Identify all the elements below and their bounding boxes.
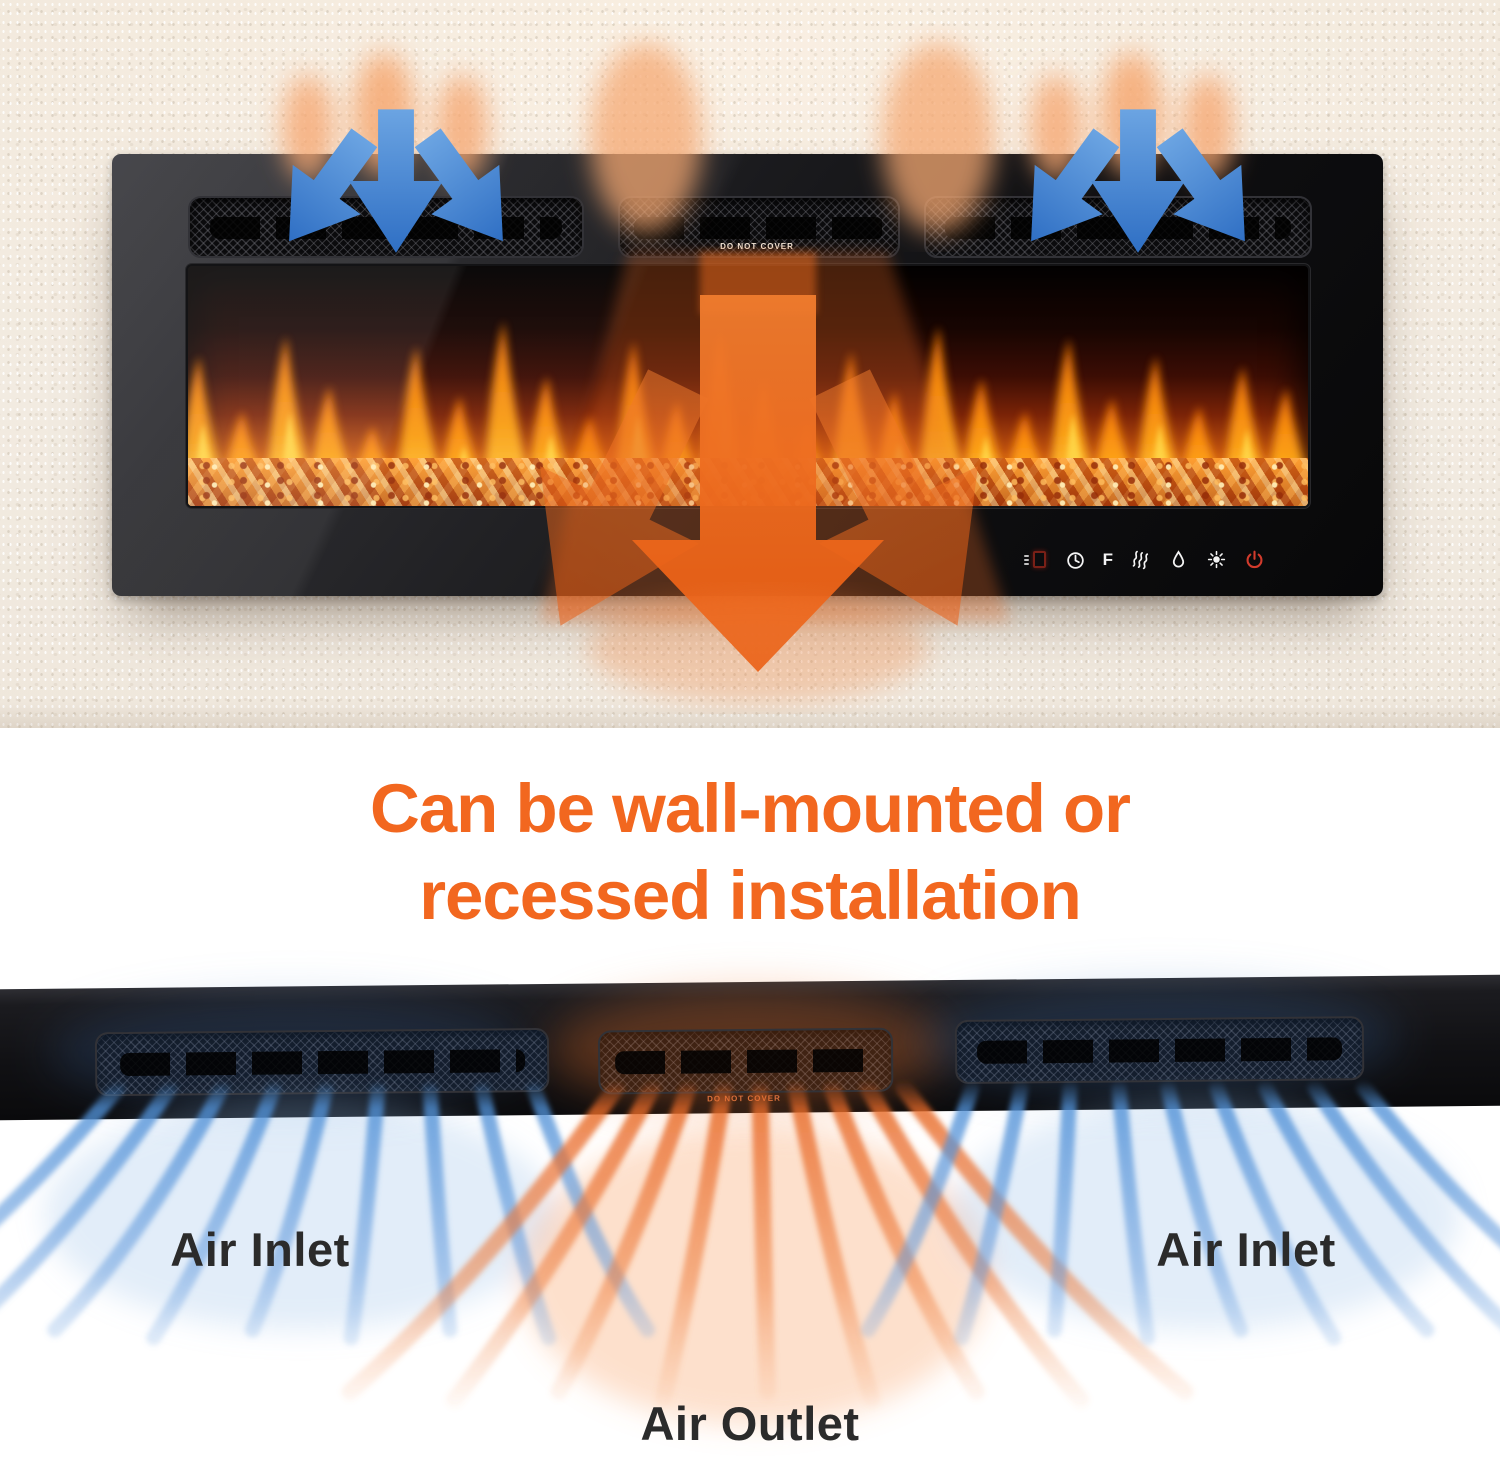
- heading-line-1: Can be wall-mounted or: [369, 770, 1131, 847]
- brightness-icon: [1207, 550, 1226, 569]
- air-outlet-vent-center: [597, 1027, 894, 1095]
- timer-icon: [1066, 552, 1084, 569]
- air-inlet-label-right: Air Inlet: [1156, 1223, 1336, 1276]
- ember-bed: [188, 458, 1308, 506]
- cool-air-stream-right: [860, 1080, 1500, 1346]
- heater-icon: [1132, 550, 1149, 570]
- flame-mode-label: F: [1102, 550, 1113, 569]
- led-display: [1023, 551, 1046, 568]
- fireplace-top-view-bar: DO NOT COVER: [0, 974, 1500, 1121]
- air-inlet-label-left: Air Inlet: [170, 1223, 350, 1276]
- air-outlet-label: Air Outlet: [640, 1397, 860, 1450]
- power-icon: [1246, 550, 1263, 569]
- section-heading: Can be wall-mounted or recessed installa…: [0, 766, 1500, 940]
- air-inlet-vent-left: [188, 196, 584, 258]
- cool-air-stream-left: [0, 1080, 656, 1346]
- heading-line-2: recessed installation: [419, 856, 1082, 934]
- air-inlet-vent-left: [94, 1027, 550, 1097]
- fireplace-unit: DO NOT COVER: [112, 154, 1383, 596]
- do-not-cover-label: DO NOT COVER: [707, 1093, 781, 1104]
- do-not-cover-label: DO NOT COVER: [720, 242, 794, 251]
- air-inlet-vent-right: [954, 1016, 1365, 1085]
- led-digit: [1032, 551, 1046, 568]
- led-indicator-dots: [1023, 554, 1029, 565]
- flame-display-window: [188, 266, 1308, 506]
- touch-control-panel: F: [1023, 549, 1265, 570]
- air-inlet-vent-right: [924, 196, 1312, 258]
- flame-color-icon: [1172, 550, 1185, 568]
